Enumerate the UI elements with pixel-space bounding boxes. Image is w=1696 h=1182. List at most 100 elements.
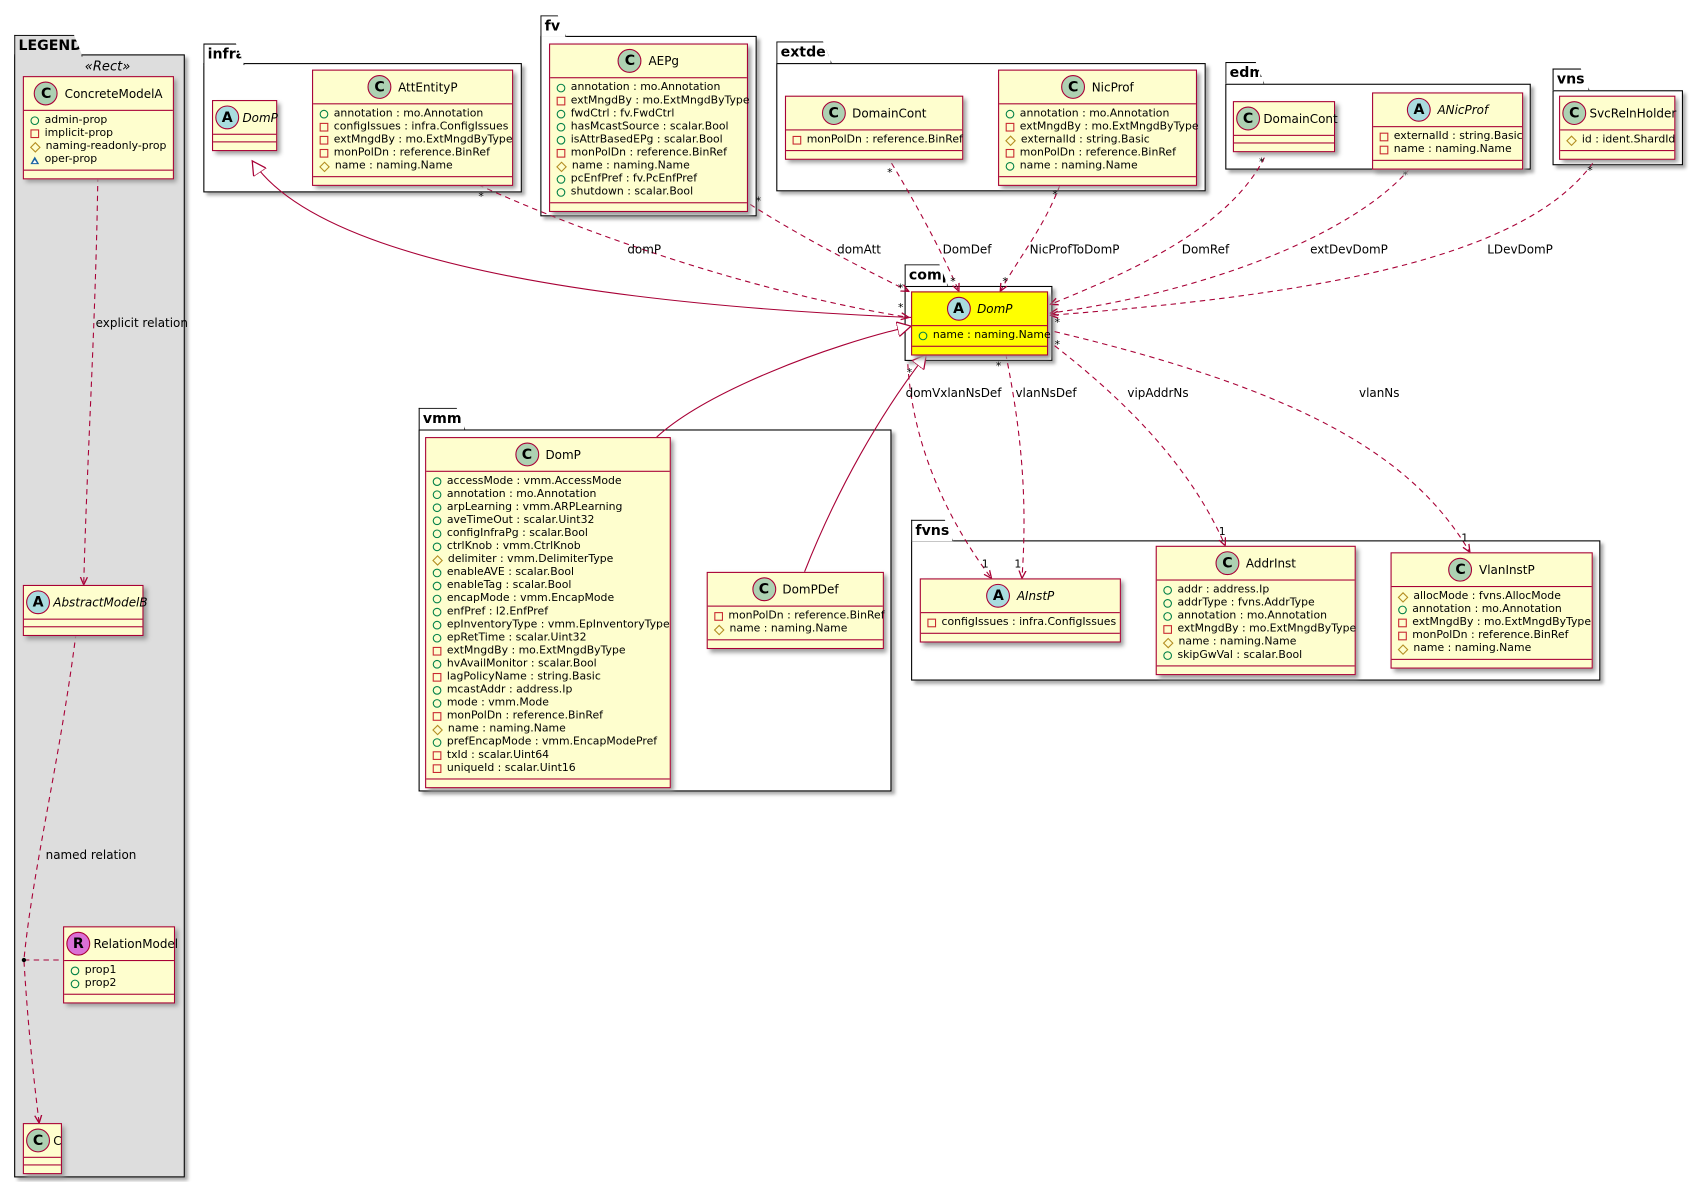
operation-list bbox=[24, 627, 143, 635]
attribute: configIssues : infra.ConfigIssues bbox=[927, 616, 1116, 629]
operation-list bbox=[999, 177, 1196, 185]
attribute-text: annotation : mo.Annotation bbox=[333, 107, 484, 120]
class-name: SvcRelnHolder bbox=[1589, 106, 1677, 121]
attribute: monPolDn : reference.BinRef bbox=[1005, 147, 1192, 160]
package-edm-label: edm bbox=[1225, 62, 1264, 84]
private-visibility-icon bbox=[1005, 148, 1015, 158]
public-visibility-icon bbox=[432, 581, 442, 591]
public-visibility-icon bbox=[556, 135, 566, 145]
attribute: name : naming.Name bbox=[1379, 144, 1518, 157]
package-fv-label: fv bbox=[540, 15, 566, 37]
label-vlanNsDef: vlanNsDef bbox=[1015, 386, 1077, 400]
attribute-text: lagPolicyName : string.Basic bbox=[446, 670, 601, 683]
class-name: C bbox=[53, 1133, 62, 1148]
class-name: AEPg bbox=[648, 53, 680, 68]
attribute: isAttrBasedEPg : scalar.Bool bbox=[556, 134, 743, 147]
label-LDevDomP: LDevDomP bbox=[1487, 242, 1553, 256]
attribute-text: annotation : mo.Annotation bbox=[446, 488, 597, 501]
attribute-text: skipGwVal : scalar.Bool bbox=[1177, 649, 1303, 662]
attribute-text: encapMode : vmm.EncapMode bbox=[446, 592, 615, 605]
attribute-text: aveTimeOut : scalar.Uint32 bbox=[446, 514, 595, 527]
multiplicity: * bbox=[1055, 338, 1061, 351]
attribute-list: configIssues : infra.ConfigIssues bbox=[920, 613, 1120, 634]
public-visibility-icon bbox=[432, 477, 442, 486]
multiplicity: * bbox=[898, 281, 904, 294]
multiplicity: * bbox=[1402, 168, 1408, 181]
operation-list bbox=[912, 347, 1047, 355]
attribute: name : naming.Name bbox=[556, 159, 743, 173]
multiplicity: * bbox=[1587, 164, 1593, 177]
attribute-text: hvAvailMonitor : scalar.Bool bbox=[446, 657, 597, 670]
attribute-text: epRetTime : scalar.Uint32 bbox=[446, 631, 587, 644]
package-extdev-label: extdev bbox=[776, 41, 831, 63]
label-domAtt: domAtt bbox=[837, 242, 881, 256]
attribute-text: accessMode : vmm.AccessMode bbox=[446, 475, 622, 488]
attribute: enableTag : scalar.Bool bbox=[432, 579, 666, 592]
protected-visibility-icon bbox=[1397, 591, 1409, 603]
attribute-list bbox=[23, 620, 143, 628]
operation-list bbox=[24, 171, 173, 179]
public-visibility-icon bbox=[1398, 605, 1407, 615]
attribute: hvAvailMonitor : scalar.Bool bbox=[432, 657, 666, 671]
private-visibility-icon bbox=[432, 672, 442, 682]
public-visibility-icon bbox=[70, 979, 80, 989]
attribute: lagPolicyName : string.Basic bbox=[432, 670, 666, 684]
attribute-text: name : naming.Name bbox=[334, 159, 453, 172]
operation-list bbox=[921, 634, 1120, 642]
attribute: fwdCtrl : fv.FwdCtrl bbox=[556, 108, 743, 121]
attribute-text: extMngdBy : mo.ExtMngdByType bbox=[570, 94, 750, 107]
attribute: annotation : mo.Annotation bbox=[319, 107, 508, 121]
operation-list bbox=[426, 780, 670, 788]
label-extDevDomP: extDevDomP bbox=[1310, 242, 1388, 256]
operation-list bbox=[24, 1165, 61, 1173]
attribute-text: allocMode : fvns.AllocMode bbox=[1413, 590, 1561, 603]
private-visibility-icon bbox=[432, 712, 442, 721]
attribute-text: naming-readonly-prop bbox=[45, 140, 167, 153]
operation-list bbox=[1234, 144, 1334, 152]
attribute-text: addrType : fvns.AddrType bbox=[1177, 596, 1315, 609]
private-visibility-icon bbox=[714, 612, 723, 621]
attribute: shutdown : scalar.Bool bbox=[556, 186, 743, 199]
protected-visibility-icon bbox=[1566, 134, 1577, 146]
private-visibility-icon bbox=[792, 135, 802, 145]
public-visibility-icon bbox=[70, 966, 80, 976]
attribute-text: monPolDn : reference.BinRef bbox=[1412, 629, 1569, 642]
generalization-vmm-domp bbox=[656, 326, 911, 438]
public-visibility-icon bbox=[918, 331, 928, 341]
public-visibility-icon bbox=[1163, 586, 1173, 595]
legend-stereotype: «Rect» bbox=[84, 58, 131, 74]
abstract-class-icon: A bbox=[1407, 97, 1431, 122]
attribute-list bbox=[1233, 136, 1334, 144]
attribute: annotation : mo.Annotation bbox=[1398, 603, 1587, 616]
attribute-text: mcastAddr : address.Ip bbox=[446, 683, 573, 696]
relation-NicProfToDomP bbox=[1000, 184, 1061, 292]
class-name: AInstP bbox=[1016, 588, 1055, 603]
attribute-text: name : naming.Name bbox=[571, 159, 690, 172]
attribute-text: name : naming.Name bbox=[932, 329, 1051, 342]
attribute-list: name : naming.Name bbox=[912, 326, 1051, 347]
class-icon: C bbox=[1215, 551, 1240, 576]
